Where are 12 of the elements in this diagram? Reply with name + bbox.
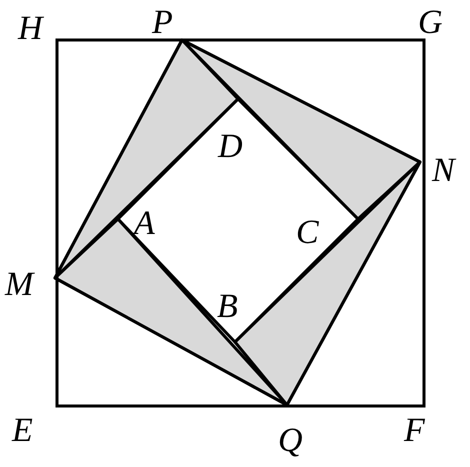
point-label: A (134, 207, 155, 241)
point-label: B (217, 290, 238, 324)
point-label: H (18, 12, 43, 46)
point-label: F (404, 414, 425, 448)
point-label: E (12, 414, 33, 448)
point-label: C (296, 216, 319, 250)
point-label: N (432, 154, 455, 188)
point-label: M (5, 268, 34, 302)
point-label: D (218, 130, 243, 164)
point-label: Q (278, 424, 303, 458)
point-label: G (418, 6, 443, 40)
point-label: P (152, 6, 173, 40)
